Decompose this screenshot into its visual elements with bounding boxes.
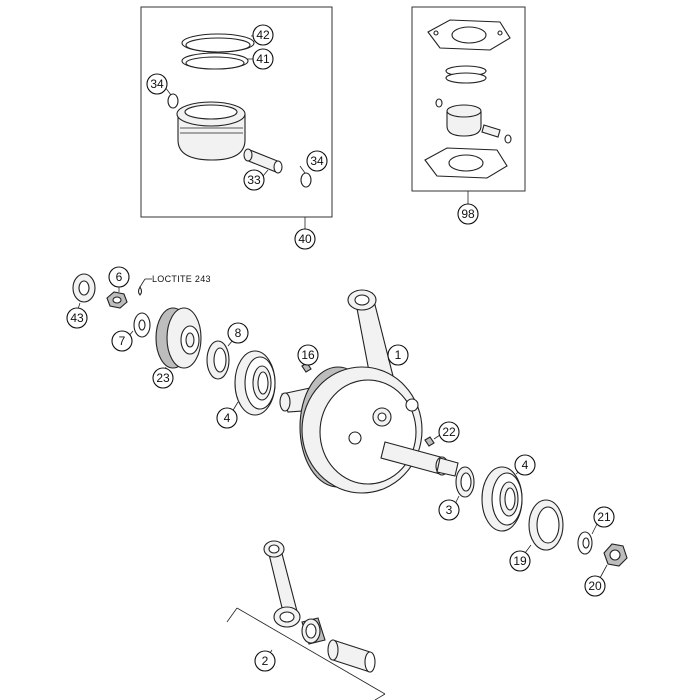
key-22-part	[424, 436, 435, 447]
small-pin-part	[481, 124, 501, 138]
svg-text:34: 34	[310, 154, 324, 168]
svg-text:23: 23	[156, 371, 170, 385]
small-circlip-right-part	[504, 134, 512, 144]
callout-33[interactable]: 33	[243, 169, 265, 191]
callout-6[interactable]: 6	[108, 266, 130, 288]
seal-19-part	[528, 499, 564, 551]
callout-42[interactable]: 42	[252, 24, 274, 46]
piston-ring-second-part	[181, 52, 249, 70]
svg-text:3: 3	[446, 503, 453, 517]
callout-43[interactable]: 43	[66, 307, 88, 329]
piston-part	[176, 101, 246, 161]
callout-2[interactable]: 2	[254, 650, 276, 672]
piston-pin-part	[243, 148, 283, 174]
svg-text:33: 33	[247, 173, 261, 187]
crank-pin-part	[327, 639, 376, 673]
gasket-kit-frame	[411, 6, 526, 192]
callout-19[interactable]: 19	[509, 550, 531, 572]
svg-text:16: 16	[301, 348, 315, 362]
svg-text:41: 41	[256, 52, 270, 66]
svg-text:21: 21	[597, 510, 611, 524]
piston-kit-box: 42 41 34 34 33 40	[140, 6, 333, 250]
small-piston-part	[446, 104, 482, 137]
svg-text:20: 20	[588, 579, 602, 593]
svg-text:19: 19	[513, 554, 527, 568]
kit-bracket-left	[226, 607, 238, 623]
svg-text:4: 4	[224, 411, 231, 425]
svg-text:7: 7	[119, 334, 126, 348]
callout-98[interactable]: 98	[457, 203, 479, 225]
circlip-right-part	[300, 172, 312, 188]
head-gasket-part	[427, 19, 511, 51]
callout-8[interactable]: 8	[227, 322, 249, 344]
shim-8-part	[206, 340, 230, 380]
nut-6-part	[106, 291, 128, 309]
crankshaft-part	[279, 289, 459, 494]
washer-7-part	[133, 312, 151, 338]
kit-bracket-top	[236, 607, 386, 695]
main-bearing-left-part	[234, 350, 276, 416]
svg-text:8: 8	[235, 326, 242, 340]
shim-3-part	[455, 466, 475, 498]
callout-22[interactable]: 22	[438, 421, 460, 443]
callout-7[interactable]: 7	[111, 330, 133, 352]
gear-23-part	[155, 307, 202, 369]
conrod-kit: 2	[226, 540, 386, 700]
callout-16[interactable]: 16	[297, 344, 319, 366]
svg-text:98: 98	[461, 207, 475, 221]
callout-3[interactable]: 3	[438, 499, 460, 521]
needle-bearing-part	[301, 617, 326, 645]
callout-4[interactable]: 4	[514, 454, 536, 476]
callout-23[interactable]: 23	[152, 367, 174, 389]
circlip-left-part	[167, 93, 179, 109]
svg-text:2: 2	[262, 654, 269, 668]
piston-ring-top-part	[181, 33, 255, 53]
svg-text:4: 4	[522, 458, 529, 472]
kit-bracket-right	[374, 693, 386, 700]
callout-41[interactable]: 41	[252, 48, 274, 70]
small-circlip-left-part	[435, 98, 443, 108]
conrod-part	[263, 540, 301, 628]
small-ring-bottom-part	[445, 72, 487, 84]
loctite-note: LOCTITE 243	[152, 274, 211, 284]
callout-34[interactable]: 34	[146, 73, 168, 95]
callout-4[interactable]: 4	[216, 407, 238, 429]
svg-text:43: 43	[70, 311, 84, 325]
nut-20-part	[603, 543, 628, 567]
loctite-drop-icon	[137, 285, 143, 296]
svg-text:6: 6	[116, 270, 123, 284]
callout-20[interactable]: 20	[584, 575, 606, 597]
bearing-43-part	[72, 273, 96, 303]
svg-text:1: 1	[395, 348, 402, 362]
base-gasket-part	[424, 147, 508, 179]
callout-40[interactable]: 40	[294, 228, 316, 250]
main-bearing-right-part	[481, 466, 523, 532]
svg-text:42: 42	[256, 28, 270, 42]
piston-kit-frame	[140, 6, 333, 218]
callout-34[interactable]: 34	[306, 150, 328, 172]
callout-21[interactable]: 21	[593, 506, 615, 528]
gasket-kit-box: 98	[411, 6, 526, 225]
svg-text:22: 22	[442, 425, 456, 439]
callout-1[interactable]: 1	[387, 344, 409, 366]
svg-text:34: 34	[150, 77, 164, 91]
washer-21-part	[577, 531, 593, 555]
svg-text:40: 40	[298, 232, 312, 246]
